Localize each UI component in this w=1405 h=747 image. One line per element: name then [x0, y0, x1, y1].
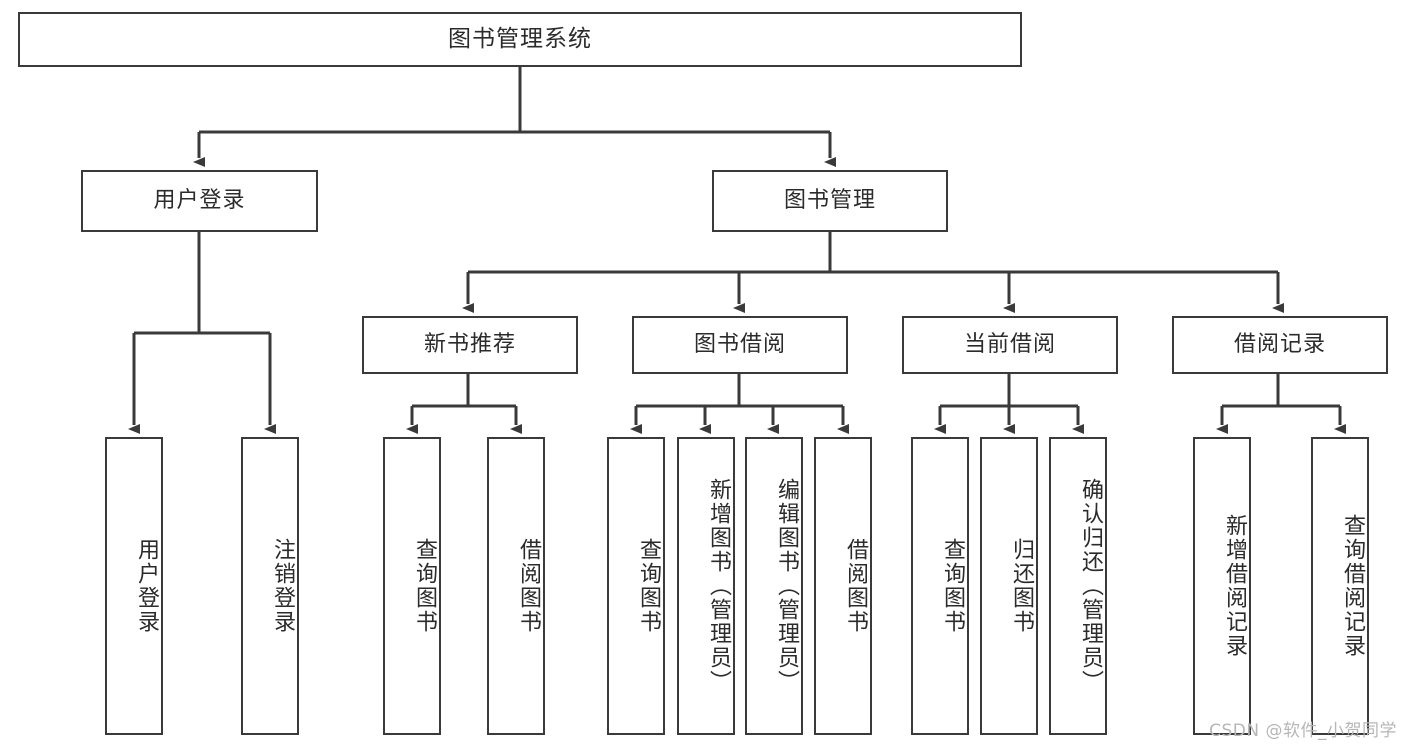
node-leaf-borrow-book-1[interactable]: 借阅图书: [487, 437, 545, 735]
node-leaf-add-record[interactable]: 新增借阅记录: [1193, 437, 1251, 735]
node-leaf-user-logout-label: 注销登录: [270, 538, 295, 634]
node-leaf-user-login[interactable]: 用户登录: [105, 437, 163, 735]
node-book-borrow[interactable]: 图书借阅: [632, 316, 848, 374]
node-leaf-user-logout[interactable]: 注销登录: [241, 437, 299, 735]
node-leaf-add-book-label: 新增图书（管理员）: [706, 478, 731, 694]
node-leaf-return-book[interactable]: 归还图书: [980, 437, 1038, 735]
node-leaf-user-login-label: 用户登录: [134, 538, 159, 634]
node-leaf-query-record[interactable]: 查询借阅记录: [1311, 437, 1369, 735]
node-user-login[interactable]: 用户登录: [81, 170, 318, 232]
node-leaf-query-record-label: 查询借阅记录: [1340, 514, 1365, 658]
node-root-book-management-system[interactable]: 图书管理系统: [18, 12, 1022, 67]
node-leaf-confirm-return-label: 确认归还（管理员）: [1078, 478, 1103, 694]
node-book-borrow-label: 图书借阅: [693, 331, 786, 357]
node-leaf-add-book[interactable]: 新增图书（管理员）: [677, 437, 735, 735]
node-leaf-query-book-2[interactable]: 查询图书: [607, 437, 665, 735]
node-leaf-query-book-3[interactable]: 查询图书: [911, 437, 969, 735]
node-current-borrow-label: 当前借阅: [963, 331, 1056, 357]
csdn-watermark: CSDN @软件_小贺同学: [1209, 721, 1397, 741]
node-borrow-record-label: 借阅记录: [1233, 331, 1326, 357]
node-current-borrow[interactable]: 当前借阅: [902, 316, 1118, 374]
node-leaf-borrow-book-2[interactable]: 借阅图书: [814, 437, 872, 735]
node-leaf-borrow-book-2-label: 借阅图书: [843, 538, 868, 634]
node-new-book-recommend[interactable]: 新书推荐: [362, 316, 578, 374]
node-user-login-label: 用户登录: [153, 187, 246, 213]
node-book-management[interactable]: 图书管理: [712, 170, 948, 232]
node-leaf-query-book-3-label: 查询图书: [940, 538, 965, 634]
node-leaf-borrow-book-1-label: 借阅图书: [516, 538, 541, 634]
node-leaf-return-book-label: 归还图书: [1009, 538, 1034, 634]
node-leaf-add-record-label: 新增借阅记录: [1222, 514, 1247, 658]
node-leaf-query-book-1[interactable]: 查询图书: [383, 437, 441, 735]
node-leaf-query-book-1-label: 查询图书: [412, 538, 437, 634]
node-leaf-query-book-2-label: 查询图书: [636, 538, 661, 634]
node-leaf-edit-book-label: 编辑图书（管理员）: [774, 478, 799, 694]
node-leaf-confirm-return[interactable]: 确认归还（管理员）: [1049, 437, 1107, 735]
node-book-management-label: 图书管理: [783, 187, 876, 213]
node-leaf-edit-book[interactable]: 编辑图书（管理员）: [745, 437, 803, 735]
node-borrow-record[interactable]: 借阅记录: [1172, 316, 1388, 374]
node-new-book-recommend-label: 新书推荐: [423, 331, 516, 357]
node-root-label: 图书管理系统: [448, 25, 592, 52]
